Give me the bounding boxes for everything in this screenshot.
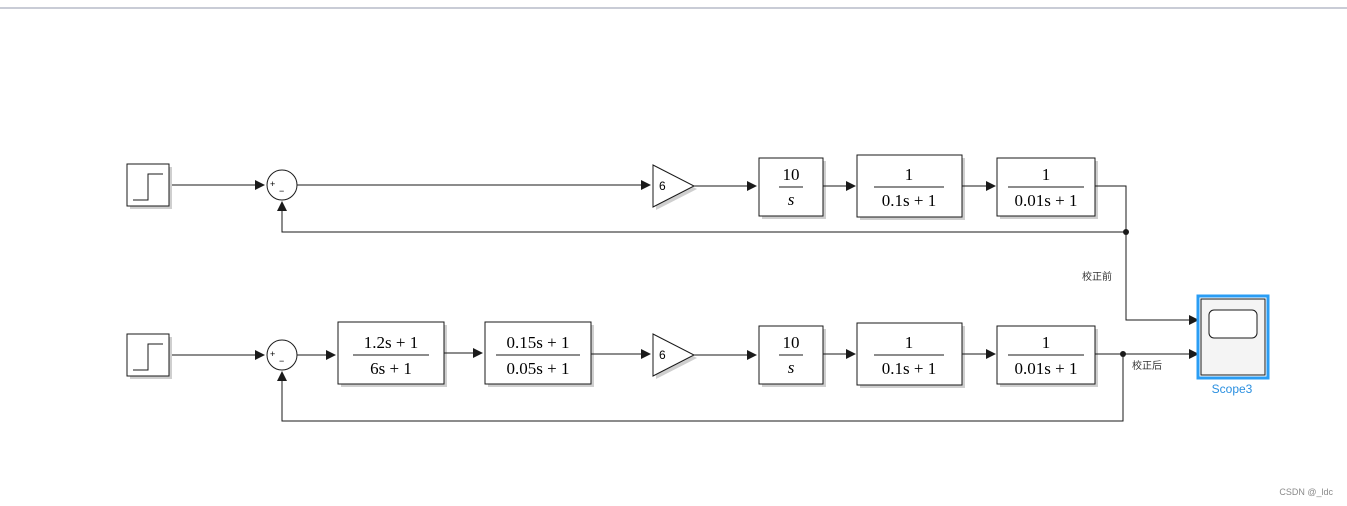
wire-feedback-1 (277, 201, 1126, 233)
top-border (0, 7, 1347, 9)
watermark: CSDN @_ldc (1279, 487, 1333, 497)
signal-label-after: 校正后 (1132, 359, 1162, 372)
tf-lag-0.1-2[interactable]: 1 0.1s + 1 (856, 322, 965, 388)
tf-num: 1 (1042, 333, 1051, 352)
tf-lag-0.01-1[interactable]: 1 0.01s + 1 (996, 157, 1098, 219)
tf-lag-0.01-2[interactable]: 1 0.01s + 1 (996, 325, 1098, 387)
tf-num: 0.15s + 1 (507, 333, 570, 352)
tf-num: 1.2s + 1 (364, 333, 418, 352)
sum-minus-sign-2: − (279, 356, 284, 366)
gain-value-1: 6 (659, 179, 666, 193)
step-source-1[interactable] (126, 163, 172, 209)
tf-den: 0.01s + 1 (1015, 359, 1078, 378)
tf-num: 1 (1042, 165, 1051, 184)
tf-compensator-1[interactable]: 1.2s + 1 6s + 1 (337, 321, 447, 387)
tf-den: s (788, 190, 795, 209)
tf-den: s (788, 358, 795, 377)
scope-block[interactable] (1196, 294, 1270, 380)
sum-junction-1[interactable]: + − (266, 169, 298, 201)
sum-minus-sign-1: − (279, 186, 284, 196)
tf-integrator-2[interactable]: 10 s (758, 325, 826, 387)
tf-den: 0.05s + 1 (507, 359, 570, 378)
gain-block-2[interactable]: 6 (652, 333, 697, 379)
tf-lag-0.1-1[interactable]: 1 0.1s + 1 (856, 154, 965, 220)
gain-block-1[interactable]: 6 (652, 164, 697, 210)
gain-value-2: 6 (659, 348, 666, 362)
sum-plus-sign-2: + (270, 349, 275, 359)
tf-num: 10 (783, 333, 800, 352)
tf-den: 0.1s + 1 (882, 191, 936, 210)
tf-den: 0.1s + 1 (882, 359, 936, 378)
tf-num: 10 (783, 165, 800, 184)
tf-compensator-2[interactable]: 0.15s + 1 0.05s + 1 (484, 321, 594, 387)
wire-output-to-scope-1 (1095, 185, 1199, 325)
sum-plus-sign-1: + (270, 179, 275, 189)
signal-label-before: 校正前 (1082, 270, 1112, 283)
scope-label: Scope3 (1212, 382, 1253, 396)
tf-den: 0.01s + 1 (1015, 191, 1078, 210)
sum-junction-2[interactable]: + − (266, 339, 298, 371)
scope-screen-icon (1208, 309, 1258, 339)
tf-num: 1 (905, 165, 914, 184)
tf-num: 1 (905, 333, 914, 352)
tf-den: 6s + 1 (370, 359, 412, 378)
wire-feedback-2 (277, 354, 1124, 422)
tf-integrator-1[interactable]: 10 s (758, 157, 826, 219)
step-source-2[interactable] (126, 333, 172, 379)
